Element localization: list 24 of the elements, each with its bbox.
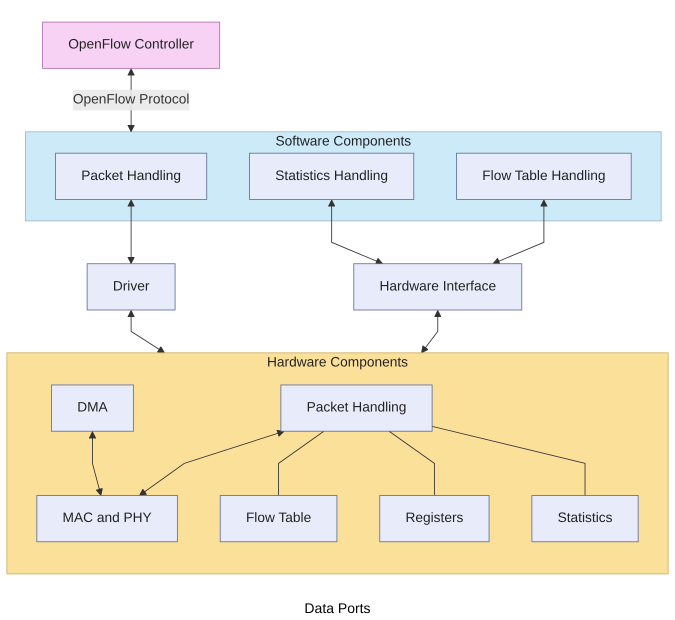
node-box: Statistics <box>531 495 639 542</box>
arrow <box>421 310 442 354</box>
arrow <box>328 199 384 265</box>
data-ports-label: Data Ports <box>304 600 371 616</box>
node-box: Packet Handling <box>55 152 208 200</box>
node-box: Flow Table Handling <box>456 152 632 200</box>
connector <box>432 426 586 496</box>
node-box: Driver <box>86 263 176 310</box>
arrow <box>492 199 548 265</box>
node-box: MAC and PHY <box>36 495 178 542</box>
arrow <box>127 199 135 264</box>
connector <box>388 430 435 496</box>
arrow <box>139 430 284 496</box>
node-box: OpenFlow Controller <box>42 22 220 69</box>
node-box: Packet Handling <box>280 384 433 432</box>
node-box: Flow Table <box>220 495 338 542</box>
node-box: Registers <box>379 495 490 542</box>
node-box: DMA <box>51 384 134 432</box>
node-box: Statistics Handling <box>249 152 414 200</box>
arrow <box>88 431 103 496</box>
edge-label: OpenFlow Protocol <box>72 92 190 107</box>
connector <box>278 430 324 496</box>
arrow <box>127 310 165 354</box>
node-box: Hardware Interface <box>353 263 522 310</box>
